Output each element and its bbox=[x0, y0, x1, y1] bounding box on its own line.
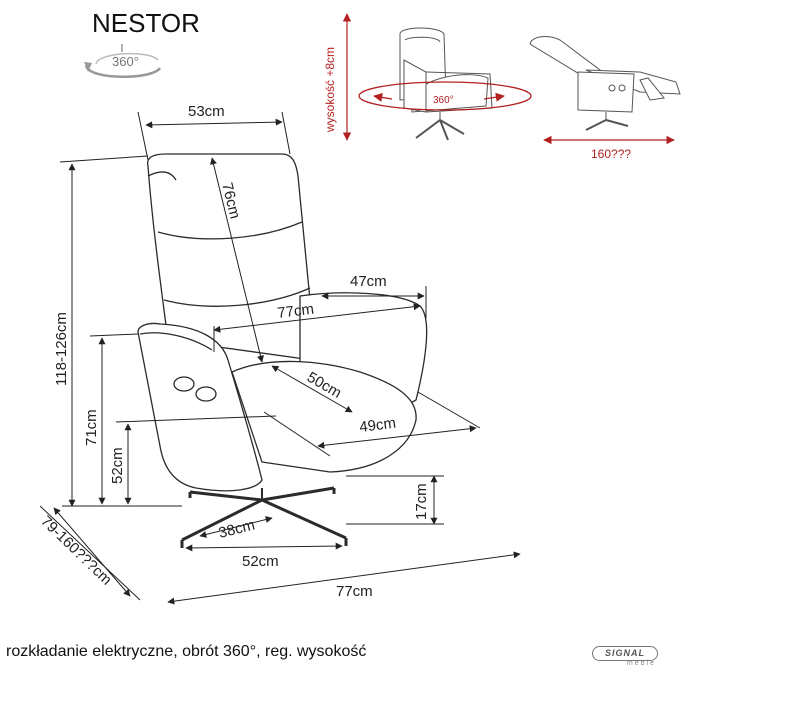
dim-seat-back-width: 53cm bbox=[188, 103, 225, 120]
dim-base-width: 52cm bbox=[242, 553, 279, 570]
dimension-lines bbox=[39, 111, 521, 605]
rotation-icon bbox=[84, 44, 162, 78]
thumb-rotation-label: 360° bbox=[433, 95, 454, 106]
feature-caption: rozkładanie elektryczne, obrót 360°, reg… bbox=[6, 643, 367, 660]
rotation-badge: 360° bbox=[112, 54, 139, 69]
dim-seat-height: 52cm bbox=[109, 447, 126, 484]
dim-total-height: 118-126cm bbox=[53, 312, 70, 386]
product-title: NESTOR bbox=[92, 8, 200, 38]
dim-arm-to-arm: 47cm bbox=[350, 273, 387, 290]
dim-overall-depth: 77cm bbox=[336, 583, 373, 600]
rotation-arc bbox=[358, 81, 532, 111]
chair-drawing bbox=[137, 153, 428, 548]
thumbnail-reclined bbox=[529, 36, 681, 131]
thumb-height-label: wysokość +8cm bbox=[323, 47, 337, 133]
dim-armrest-height: 71cm bbox=[83, 409, 100, 446]
signal-logo: SIGNAL meble bbox=[592, 646, 658, 667]
dim-base-height: 17cm bbox=[413, 483, 430, 520]
logo-sub: meble bbox=[626, 660, 656, 667]
thumb-recline-label: 160??? bbox=[591, 147, 631, 161]
dim-reclined-depth: 79-160???cm bbox=[37, 513, 115, 589]
thumbnail-upright bbox=[399, 27, 493, 141]
dim-overall-width: 77cm bbox=[276, 301, 314, 322]
dim-seat-width: 49cm bbox=[358, 415, 396, 436]
logo-brand: SIGNAL bbox=[592, 646, 658, 661]
